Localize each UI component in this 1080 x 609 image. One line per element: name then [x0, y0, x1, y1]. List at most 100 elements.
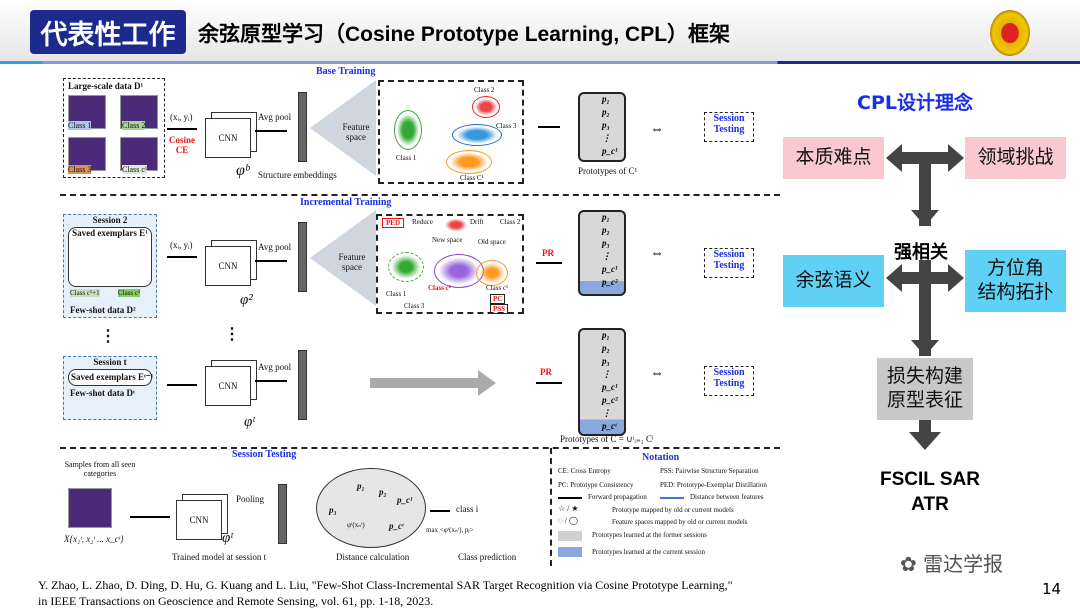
- ellipsis-icon: ⋮: [100, 328, 116, 345]
- arrow-icon: [167, 384, 197, 386]
- section-tag: 代表性工作: [30, 10, 186, 54]
- exemplars-label: Saved exemplars E¹: [68, 227, 152, 287]
- session-testing-box[interactable]: Session Testing: [704, 366, 754, 396]
- big-arrow-icon: [370, 378, 480, 388]
- phi-label: φᵗ: [222, 530, 233, 546]
- input-label: (xᵢ, yᵢ): [170, 240, 193, 250]
- prototype: p₁: [602, 330, 610, 340]
- argmax-label: max <φᵗ(xₙᵗ), pⱼ>: [426, 526, 474, 534]
- distance-ellipse: p₁ p₂ p_c¹ p₃ p_cᵗ φᵗ(xₙᵗ): [316, 468, 426, 548]
- class-label: Class c²: [118, 289, 141, 297]
- prototype: ⋮: [602, 408, 611, 418]
- prototype: p₁: [357, 481, 365, 491]
- cluster-label: Class 1: [396, 154, 417, 162]
- former-swatch: [558, 531, 582, 541]
- prototype: p₂: [602, 107, 610, 117]
- embedding-bar: [298, 92, 307, 162]
- prototype: p₂: [379, 487, 387, 497]
- notation-item: Prototype mapped by old or current model…: [612, 506, 734, 514]
- target-task-label: FSCIL SAR ATR: [880, 469, 980, 515]
- ellipse-icon: ◌ / ◯: [558, 516, 578, 525]
- projection-cone: [310, 80, 376, 176]
- embedding-bar: [298, 350, 307, 420]
- prototype: ⋮: [602, 369, 611, 379]
- session-label: Session 2: [92, 215, 128, 225]
- prototypes-caption: Prototypes of C¹: [578, 166, 638, 176]
- arrow-icon: [167, 256, 197, 258]
- phi-label: φᵇ: [236, 162, 250, 179]
- prototype: p₃: [329, 505, 337, 515]
- pool-label: Avg pool: [258, 362, 292, 372]
- class-label: Class 1: [68, 121, 92, 130]
- double-arrow-icon: ⇔: [650, 122, 664, 137]
- section-divider: [60, 194, 780, 196]
- pr-label: PR: [540, 367, 552, 377]
- base-training-title: Base Training: [316, 66, 376, 77]
- arrow-icon: [255, 380, 287, 382]
- notation-item: CE: Cross Entropy: [558, 467, 611, 475]
- class-label: Class 3: [68, 165, 92, 174]
- notation-item: PED: Prototype-Exemplar Distillation: [660, 481, 767, 489]
- arrow-icon: [255, 130, 287, 132]
- diagram-label: Reduce: [412, 218, 433, 226]
- arrow-icon: [255, 260, 287, 262]
- session-testing-box[interactable]: Session Testing: [704, 248, 754, 278]
- pool-label: Pooling: [236, 494, 265, 504]
- prototype: p_c¹: [602, 146, 618, 156]
- pss-label: PSS: [490, 304, 509, 314]
- notation-item: PSS: Pairwise Structure Separation: [660, 467, 759, 475]
- watermark: ✿ 雷达学报: [900, 548, 1003, 577]
- class-label: Class c¹+1: [70, 289, 100, 297]
- prototypes-caption: Prototypes of C = ∪ᵗᵢ₌₁ Cⁱ: [560, 434, 654, 444]
- domain-challenge-box: 领域挑战: [965, 137, 1066, 179]
- diagram-label: Class c²: [428, 284, 451, 292]
- prototype: p_c¹: [397, 495, 413, 505]
- session-t-box: Session t Saved exemplars Eᵗ⁻¹ Few-shot …: [63, 356, 157, 420]
- embedding-bar: [278, 484, 287, 544]
- pool-label: Avg pool: [258, 112, 292, 122]
- prototype: p_c²: [602, 277, 618, 287]
- data-label: Large-scale data D¹: [68, 81, 144, 91]
- query-feature: φᵗ(xₙᵗ): [347, 521, 365, 529]
- session-2-box: Session 2 Saved exemplars E¹ Class c¹+1 …: [63, 214, 157, 318]
- wechat-icon: ✿: [900, 552, 924, 576]
- distance-label: Distance calculation: [336, 552, 410, 562]
- azimuth-topology-box: 方位角 结构拓扑: [965, 250, 1066, 312]
- double-arrow-icon: ⇔: [650, 366, 664, 381]
- cluster-label: Class 2: [474, 86, 495, 94]
- section-divider: [60, 447, 780, 449]
- prediction-label: Class prediction: [458, 552, 517, 562]
- cluster-label: Class 3: [496, 122, 517, 130]
- notation-divider: [550, 448, 552, 566]
- notation-item: PC: Prototype Consistency: [558, 481, 634, 489]
- ped-label: PED: [382, 218, 404, 228]
- page-number: 14: [1042, 580, 1062, 598]
- prototype: p₂: [602, 225, 610, 235]
- diagram-label: Class c¹: [486, 284, 509, 292]
- arrow-icon: [538, 126, 560, 128]
- prototype: p₁: [602, 94, 610, 104]
- prototype: ⋮: [602, 251, 611, 261]
- feature-space-box: Class 1 Class 2 Class 3 Class C¹: [378, 80, 524, 184]
- session-label: Session t: [93, 357, 127, 367]
- fewshot-label: Few-shot data D²: [70, 305, 136, 315]
- feature-space-label: Feature space: [342, 122, 370, 142]
- large-scale-data-box: Large-scale data D¹ Class 1 Class 2 Clas…: [63, 78, 165, 178]
- session-testing-box[interactable]: Session Testing: [704, 112, 754, 142]
- prototype: ⋮: [602, 133, 611, 143]
- cluster-shape: [434, 254, 484, 288]
- embedding-bar: [298, 222, 307, 292]
- prototype: p_c²: [602, 395, 618, 405]
- arrow-icon: [130, 516, 170, 518]
- cosine-semantics-box: 余弦语义: [783, 255, 884, 307]
- sample-set-label: X{x₁ᵗ, x₂ᵗ ... x_cᵗ}: [64, 534, 124, 544]
- cnn-block: CNN: [205, 366, 251, 406]
- prototype: p₃: [602, 356, 610, 366]
- phi-label: φ²: [240, 292, 253, 308]
- arrow-icon: [430, 510, 450, 512]
- double-arrow-icon: ⇔: [650, 246, 664, 261]
- cluster-shape: [444, 218, 468, 232]
- fewshot-label: Few-shot data Dᵗ: [70, 388, 135, 398]
- samples-label: Samples from all seen categories: [64, 460, 136, 478]
